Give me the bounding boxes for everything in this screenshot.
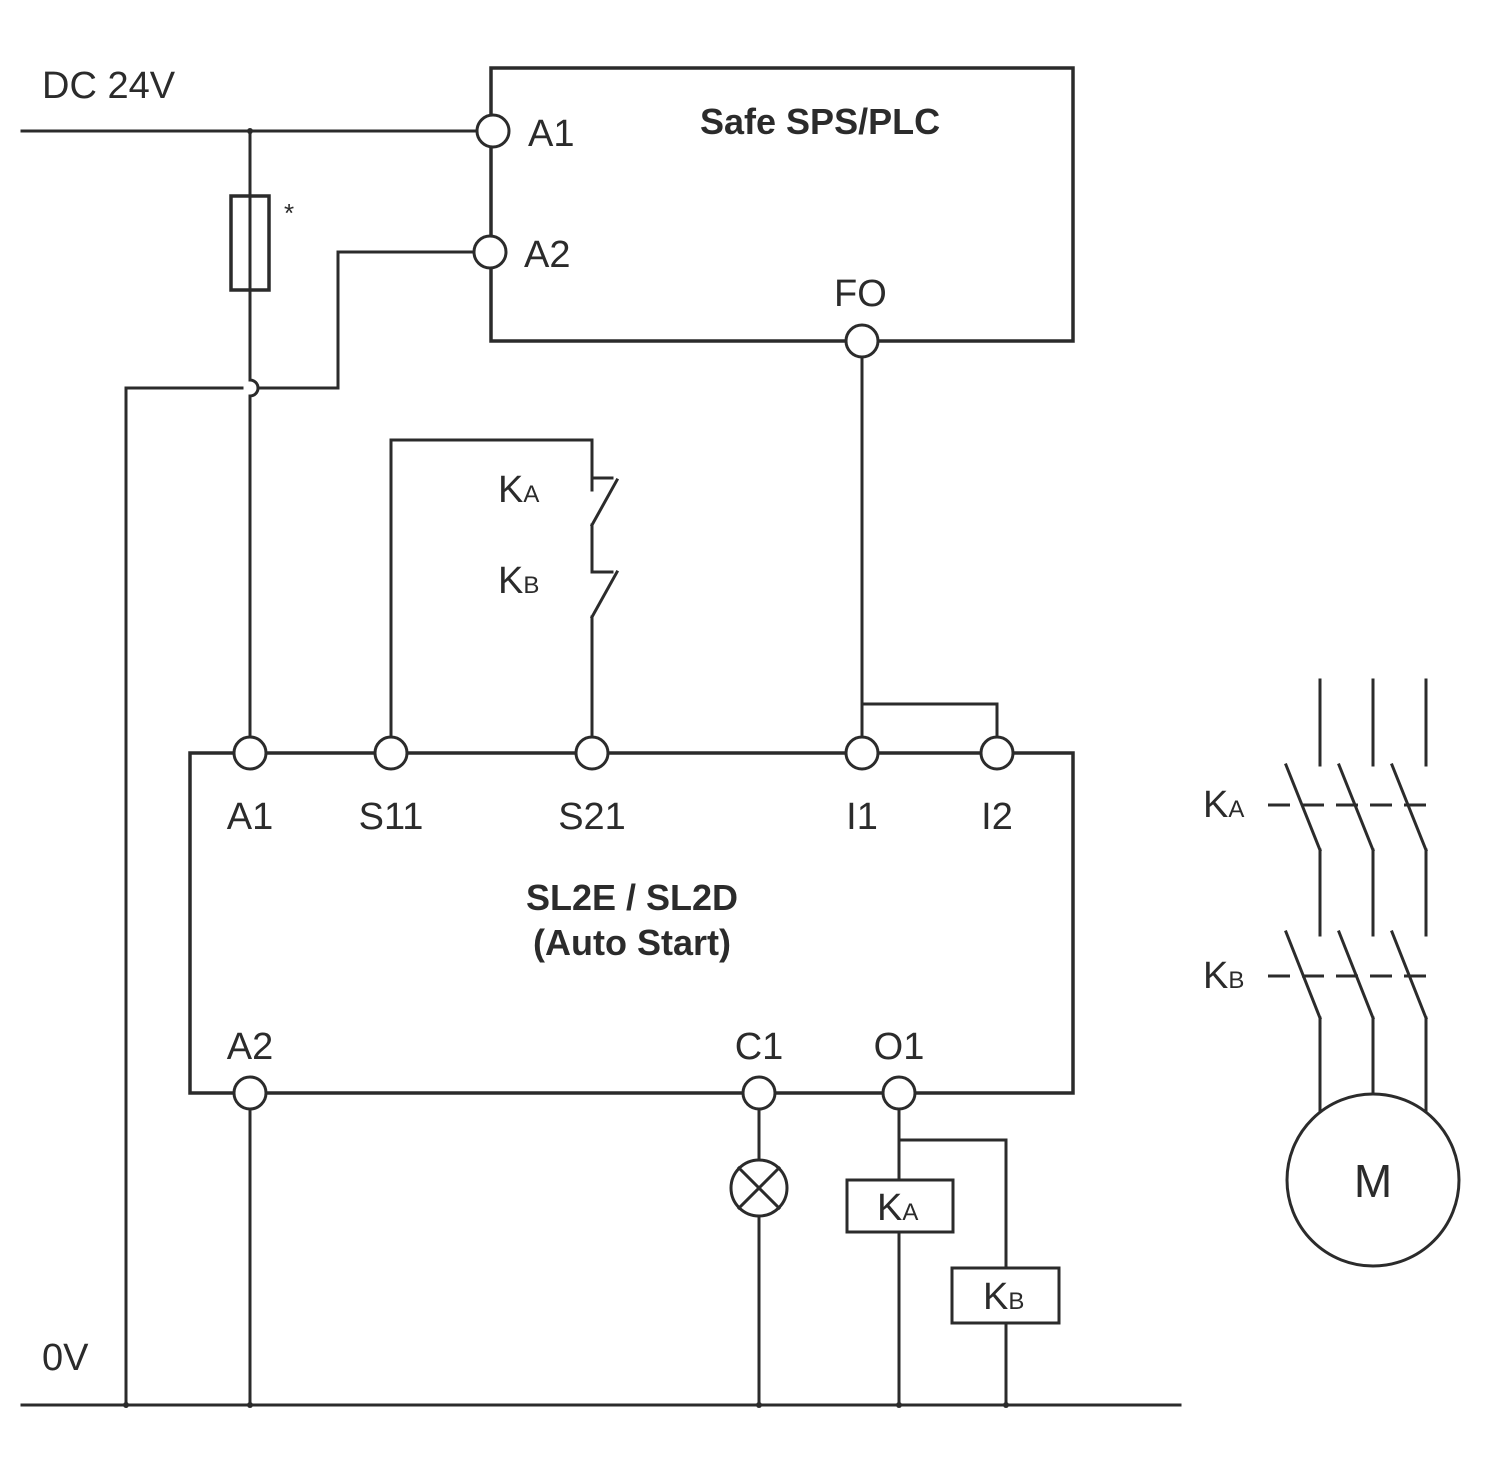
power-ka-label: KA <box>1203 784 1244 826</box>
relay-terminal-o1 <box>881 1075 917 1111</box>
motor-label: M <box>1354 1155 1392 1207</box>
junction-dot <box>247 1402 253 1408</box>
junction-dot <box>756 1402 762 1408</box>
plc-a2-return-wire <box>124 386 244 1407</box>
relay-i2-label: I2 <box>981 796 1013 838</box>
relay-c1-label: C1 <box>735 1026 784 1068</box>
feedback-loop-wire <box>389 438 594 739</box>
plc-fo-label: FO <box>834 273 887 315</box>
relay-terminal-i1 <box>844 735 880 771</box>
plc-a1-label: A1 <box>528 113 574 155</box>
motor-icon <box>1285 1092 1461 1268</box>
kb-coil-label: KB <box>983 1276 1024 1318</box>
plc-terminal-fo <box>844 323 880 359</box>
plc-title: Safe SPS/PLC <box>700 101 940 142</box>
feedback-ka-label: KA <box>498 469 539 511</box>
plc-a2-wire <box>256 250 476 390</box>
plc-terminal-a1 <box>475 113 511 149</box>
safety-relay-box <box>188 751 1075 1095</box>
0v-label: 0V <box>42 1337 89 1379</box>
dc24v-label: DC 24V <box>42 65 176 107</box>
relay-a1-label: A1 <box>227 796 273 838</box>
i1-i2-bridge <box>860 702 999 739</box>
relay-title-line1: SL2E / SL2D <box>526 877 738 918</box>
power-kb-label: KB <box>1203 955 1244 997</box>
relay-terminal-s11 <box>373 735 409 771</box>
junction-dot <box>123 1402 129 1408</box>
junction-dot <box>1003 1402 1009 1408</box>
ka-coil <box>845 1178 955 1234</box>
relay-terminal-s21 <box>574 735 610 771</box>
feedback-kb-label: KB <box>498 560 539 602</box>
lamp-cross-b <box>736 1165 782 1211</box>
relay-terminal-i2 <box>979 735 1015 771</box>
relay-terminal-a2 <box>232 1075 268 1111</box>
relay-o1-label: O1 <box>874 1026 925 1068</box>
relay-title-line2: (Auto Start) <box>533 922 731 963</box>
kb-nc-blade <box>589 569 620 620</box>
plc-terminal-a2 <box>472 234 508 270</box>
kb-coil <box>950 1266 1061 1325</box>
relay-s11-label: S11 <box>359 796 424 838</box>
fuse-note: * <box>284 198 294 228</box>
relay-a2-label: A2 <box>227 1026 273 1068</box>
relay-s21-label: S21 <box>558 796 626 838</box>
safe-plc-box <box>489 66 1075 343</box>
relay-i1-label: I1 <box>846 796 878 838</box>
junction-dot <box>247 128 253 134</box>
relay-terminal-a1 <box>232 735 268 771</box>
ka-nc-blade <box>589 477 620 528</box>
relay-terminal-c1 <box>741 1075 777 1111</box>
ka-coil-label: KA <box>877 1187 918 1229</box>
kb-coil-feed <box>897 1138 1008 1270</box>
motor-power-circuit <box>1268 678 1428 1114</box>
junction-dot <box>896 1402 902 1408</box>
plc-a2-label: A2 <box>524 234 570 276</box>
